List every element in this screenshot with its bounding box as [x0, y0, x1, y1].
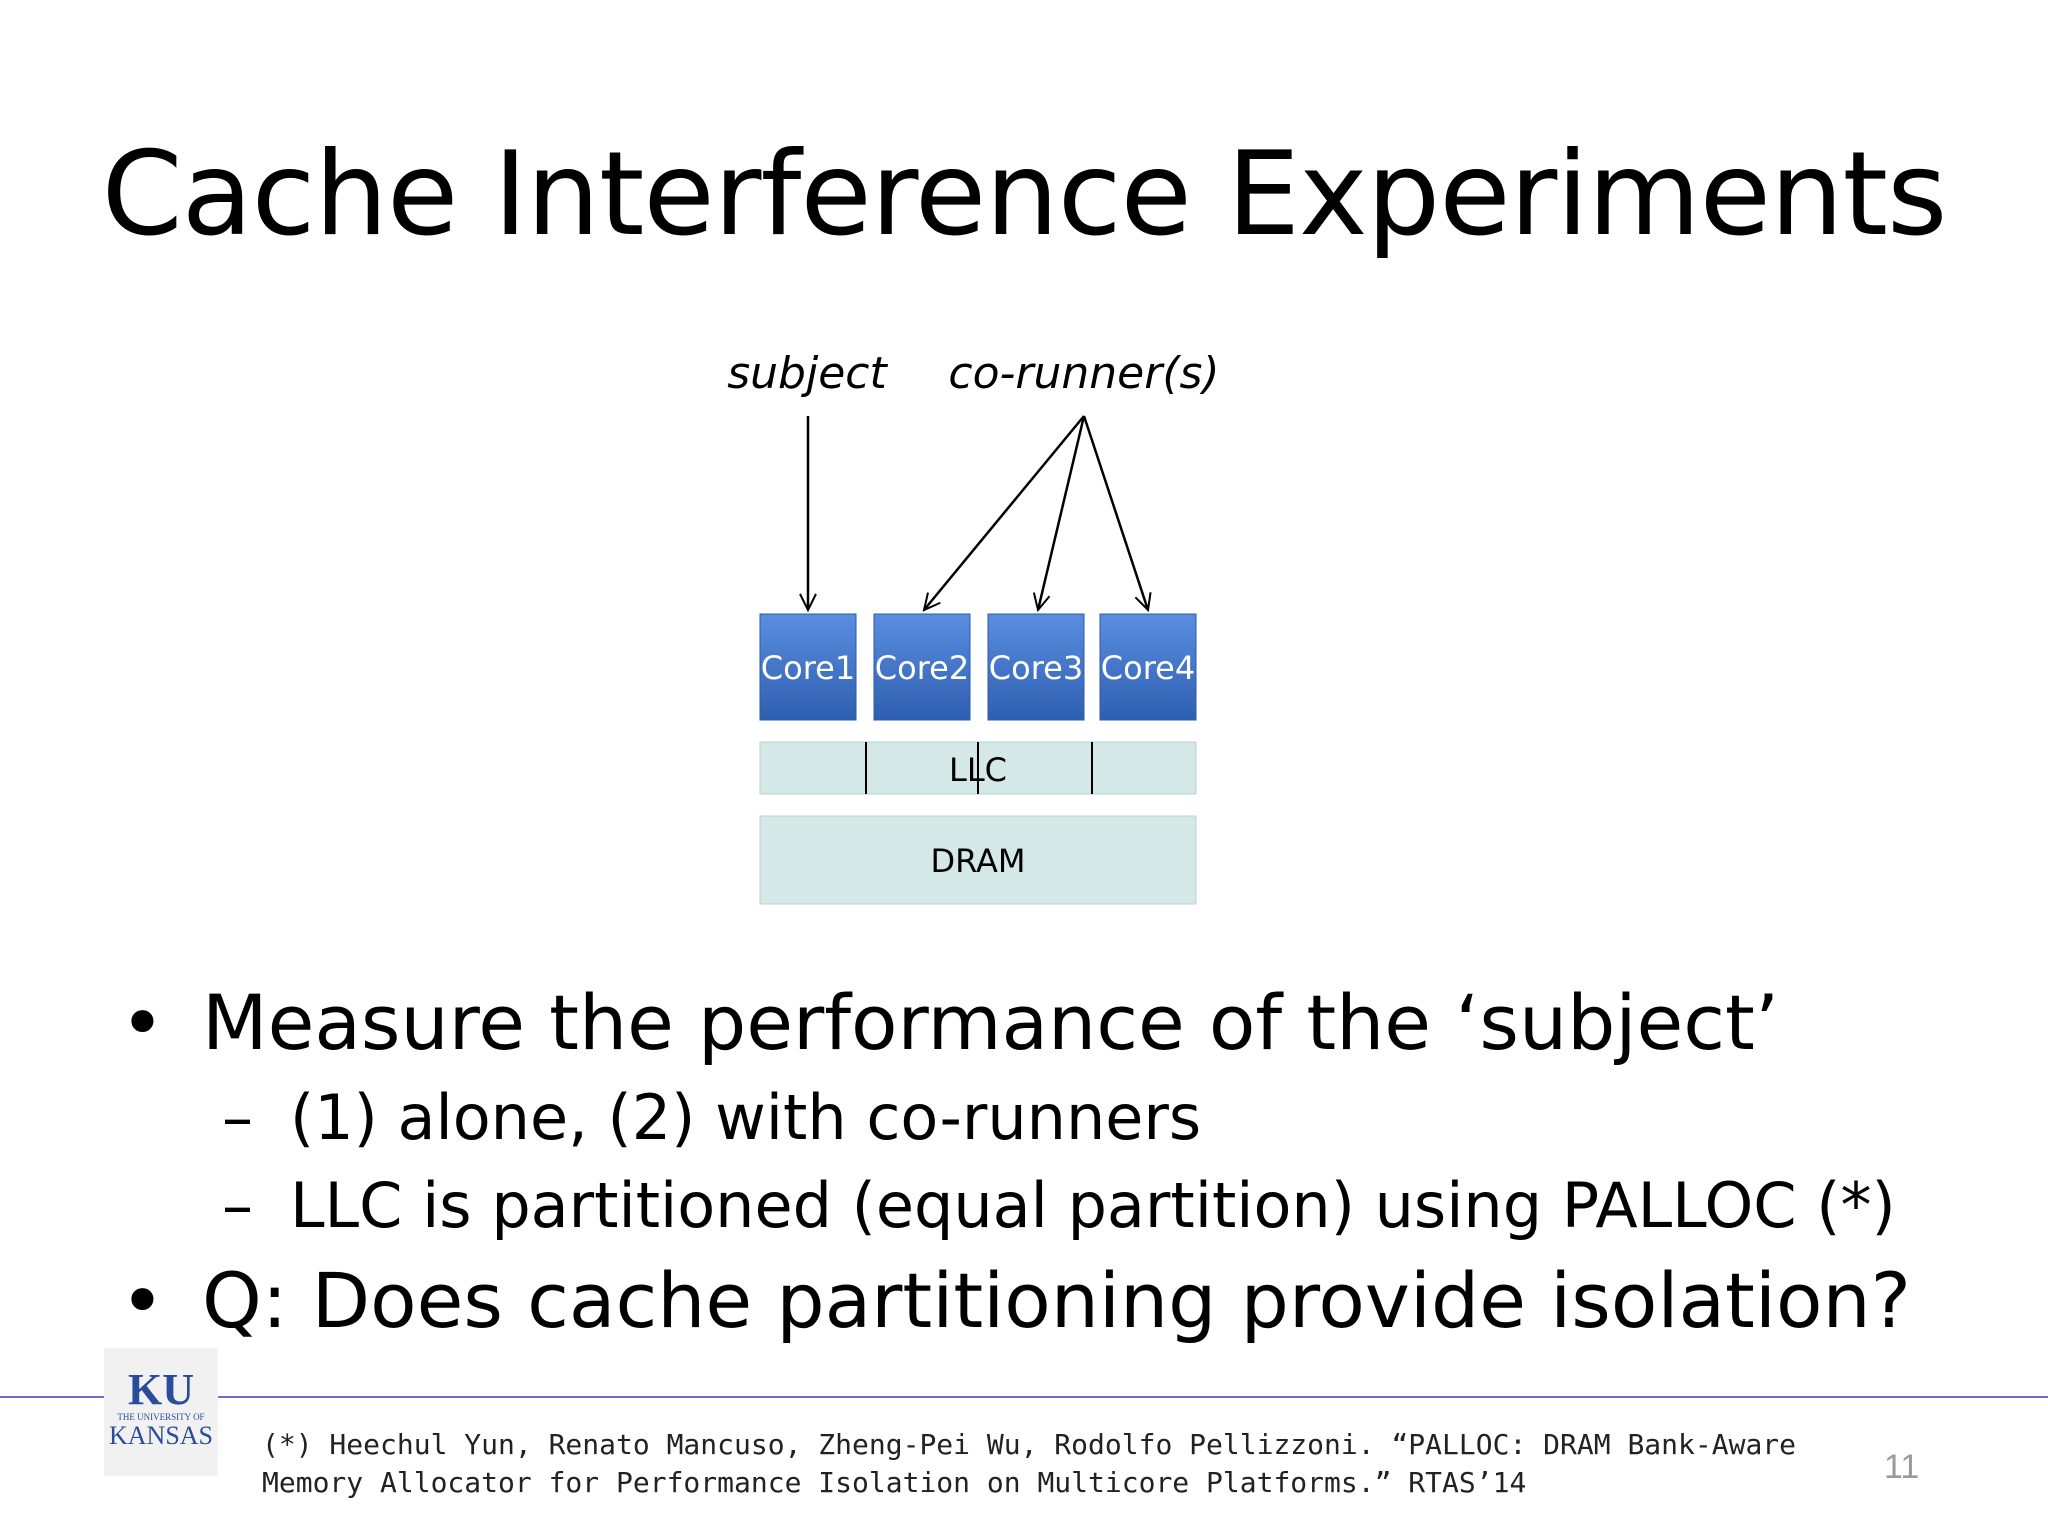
core-4: Core4 [1099, 613, 1197, 721]
core-2-label: Core2 [875, 649, 969, 687]
core-3-label: Core3 [989, 649, 1083, 687]
dash-glyph: – [222, 1081, 253, 1154]
dram-label: DRAM [930, 842, 1025, 880]
page-number: 11 [1884, 1448, 1920, 1486]
corunners-label: co-runner(s) [948, 348, 1219, 399]
ku-logo-sub: THE UNIVERSITY OF [117, 1412, 205, 1422]
bullet-question-text: Q: Does cache partitioning provide isola… [202, 1256, 1911, 1345]
core-3: Core3 [987, 613, 1085, 721]
bullet-glyph: • [120, 978, 165, 1067]
ku-logo: KU THE UNIVERSITY OF KANSAS [104, 1348, 218, 1476]
core-2: Core2 [873, 613, 971, 721]
dash-glyph: – [222, 1169, 253, 1242]
footer-divider [0, 1396, 2048, 1398]
ku-logo-name: KANSAS [108, 1421, 214, 1450]
llc-label: LLC [949, 751, 1007, 789]
core-4-label: Core4 [1101, 649, 1195, 687]
corunner-arrow-core3 [1038, 415, 1086, 610]
bullet-glyph: • [120, 1256, 165, 1345]
subbullet-alone-text: (1) alone, (2) with co-runners [290, 1081, 1202, 1154]
citation: (*) Heechul Yun, Renato Mancuso, Zheng-P… [262, 1428, 1797, 1499]
llc-block: LLC [759, 741, 1197, 795]
core-1: Core1 [759, 613, 857, 721]
subject-label: subject [727, 348, 888, 399]
cache-diagram: subject co-runner(s) Core1 Core2 Core3 C… [727, 348, 1220, 905]
subbullet-llc-text: LLC is partitioned (equal partition) usi… [290, 1169, 1896, 1242]
corunner-arrow-core2 [924, 415, 1085, 610]
bullet-measure-text: Measure the performance of the ‘subject’ [202, 978, 1779, 1067]
core-1-label: Core1 [761, 649, 855, 687]
dram-block: DRAM [759, 815, 1197, 905]
slide-title: Cache Interference Experiments [101, 127, 1948, 262]
corunner-arrow-core4 [1082, 415, 1148, 610]
ku-logo-mark: KU [128, 1365, 194, 1414]
